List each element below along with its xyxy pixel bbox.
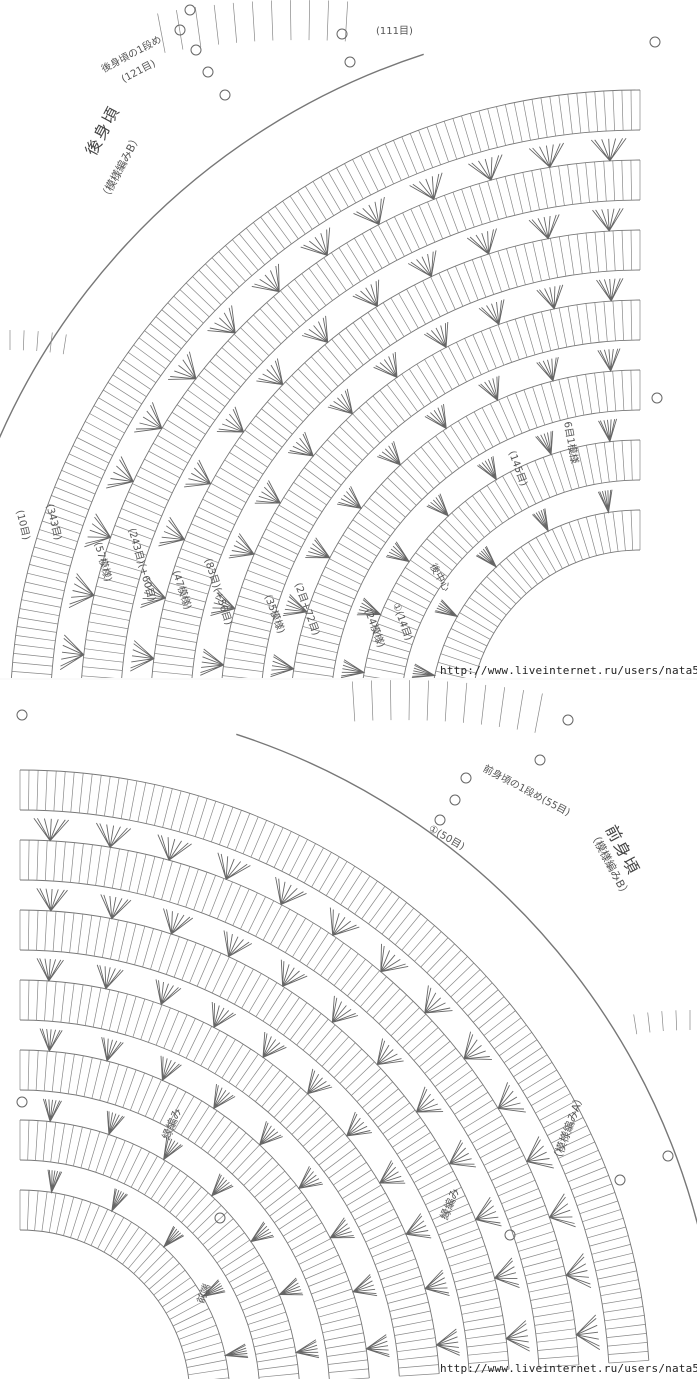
- front-top-band: [351, 680, 543, 733]
- front-body-crochet-chart: [16, 680, 697, 1379]
- back-fan-band-9: [130, 208, 624, 672]
- back-stitch-band-6: [222, 300, 641, 680]
- back-ring-inner-5: [291, 369, 641, 680]
- front-ring-inner-9: [19, 909, 510, 1370]
- back-ring-inner-11: [81, 159, 641, 680]
- back-stitch-band-4: [292, 370, 641, 680]
- back-fan-band-5: [270, 348, 621, 678]
- front-ring-inner-0: [19, 1229, 190, 1379]
- front-row-marker-6: [614, 1174, 626, 1186]
- front-stitch-band-12: [19, 770, 649, 1364]
- back-row-marker-5: [336, 28, 348, 40]
- front-row-marker-2: [460, 772, 472, 784]
- front-row-marker-1: [534, 754, 546, 766]
- front-fan-band-9: [36, 888, 530, 1352]
- front-ring-inner-5: [19, 1049, 370, 1379]
- back-body-chart-panel: 後身頃 （模様編みB） 後身頃の1段め (121目) (111目) (145目)…: [0, 0, 697, 680]
- back-ring-inner-2: [402, 479, 641, 680]
- front-row-marker-7: [504, 1229, 516, 1241]
- back-ring-inner-1: [433, 509, 641, 680]
- back-stitch-band-12: [11, 90, 641, 675]
- front-stitch-band-8: [19, 910, 510, 1373]
- front-fan-band-3: [42, 1098, 320, 1359]
- back-row-111-label: (111目): [376, 26, 413, 37]
- front-ring-inner-11: [19, 839, 580, 1365]
- back-center-marker: [651, 392, 663, 404]
- back-ring-inner-9: [151, 229, 641, 680]
- back-outline-arc: [0, 53, 424, 439]
- front-ring-inner-12: [19, 809, 610, 1364]
- back-row-marker-4: [219, 89, 231, 101]
- front-row-marker-8: [214, 1212, 226, 1224]
- front-row-marker-3: [449, 794, 461, 806]
- back-stitch-band-0: [433, 510, 641, 680]
- back-row-marker-3: [202, 66, 214, 78]
- watermark-url-bottom: http://www.liveinternet.ru/users/nata521…: [440, 1362, 697, 1375]
- front-fan-band-11: [33, 817, 601, 1350]
- back-row-marker-6: [344, 56, 356, 68]
- front-center-marker: [16, 1096, 28, 1108]
- front-stitch-band-2: [19, 1120, 299, 1378]
- back-row-marker-0: [184, 4, 196, 16]
- back-ring-inner-10: [121, 199, 641, 680]
- front-fan-band-7: [36, 958, 460, 1356]
- back-side-band: [9, 330, 67, 355]
- front-outline-arc: [236, 733, 697, 1225]
- front-stitch-band-10: [19, 840, 579, 1368]
- back-ring-inner-8: [191, 269, 641, 680]
- back-row-marker-1: [174, 24, 186, 36]
- back-fan-band-3: [340, 418, 618, 679]
- back-top-band: [157, 0, 349, 53]
- back-fan-band-7: [200, 278, 624, 676]
- back-fan-band-1: [411, 489, 613, 679]
- back-stitch-band-2: [363, 440, 641, 680]
- back-stitch-band-10: [81, 160, 641, 680]
- front-fan-band-1: [47, 1169, 249, 1359]
- front-side-band: [633, 1010, 691, 1035]
- front-stitch-band-4: [19, 1050, 370, 1379]
- back-stitch-band-8: [151, 230, 641, 680]
- front-row-marker-top: [16, 709, 28, 721]
- back-ring-inner-0: [474, 549, 641, 680]
- back-ring-outer: [10, 89, 641, 680]
- front-ring-inner-8: [19, 949, 470, 1372]
- watermark-url-top: http://www.liveinternet.ru/users/nata521…: [440, 664, 697, 677]
- front-ring-inner-10: [19, 879, 540, 1368]
- front-row-marker-0: [562, 714, 574, 726]
- front-row-marker-4: [434, 814, 446, 826]
- front-stitch-band-0: [19, 1190, 229, 1379]
- front-ring-inner-2: [19, 1159, 260, 1379]
- back-body-crochet-chart: [0, 0, 663, 680]
- front-stitch-band-6: [19, 980, 440, 1377]
- back-ring-inner-12: [50, 129, 641, 680]
- front-row-marker-5: [662, 1150, 674, 1162]
- front-body-chart-panel: 前身頃 （模様編みB） 前身頃の1段め(55目) ①(50目) （模様編みA） …: [0, 680, 697, 1379]
- front-ring-inner-7: [19, 979, 440, 1374]
- back-row-marker-2: [190, 44, 202, 56]
- back-row-marker-top: [649, 36, 661, 48]
- back-fan-band-11: [59, 137, 627, 670]
- front-ring-inner-3: [19, 1119, 300, 1379]
- front-fan-band-5: [39, 1028, 390, 1358]
- panel-divider: [0, 678, 697, 681]
- front-ring-outer: [19, 769, 650, 1361]
